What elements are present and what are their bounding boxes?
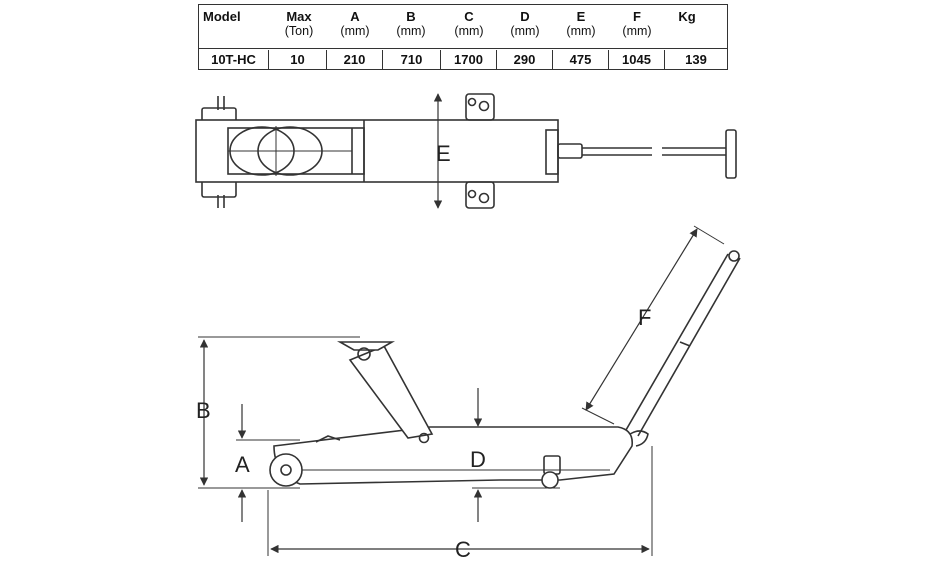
table-header-row: Model Max (Ton) A (mm) B (mm) C (mm) D (… <box>199 5 727 49</box>
header-c-unit: (mm) <box>454 24 484 38</box>
cell-e: 475 <box>553 50 609 69</box>
header-max-label: Max <box>286 9 312 24</box>
header-kg: Kg <box>665 9 709 24</box>
cell-model: 10T-HC <box>199 50 269 69</box>
header-c-label: C <box>464 9 474 24</box>
side-view <box>198 225 741 556</box>
cell-f: 1045 <box>609 50 665 69</box>
header-d: D (mm) <box>497 9 553 39</box>
top-side-plate-lower <box>465 181 495 209</box>
side-handle-back <box>637 257 741 437</box>
header-model-label: Model <box>203 9 241 24</box>
side-handle-front <box>625 253 729 431</box>
top-view <box>195 93 737 209</box>
header-b-label: B <box>406 9 416 24</box>
header-max: Max (Ton) <box>271 9 327 39</box>
dim-b-label: B <box>196 398 211 423</box>
side-rear-wheel <box>541 471 559 489</box>
cell-c: 1700 <box>441 50 497 69</box>
header-a-label: A <box>350 9 360 24</box>
dim-f-line <box>585 228 698 411</box>
cell-a: 210 <box>327 50 383 69</box>
top-side-plate-upper <box>465 93 495 121</box>
header-f-unit: (mm) <box>622 24 652 38</box>
header-d-unit: (mm) <box>510 24 540 38</box>
cell-kg: 139 <box>685 52 707 67</box>
dim-e-label: E <box>436 141 451 166</box>
header-b: B (mm) <box>383 9 439 39</box>
header-model: Model <box>203 9 263 24</box>
cell-max: 10 <box>269 50 327 69</box>
header-e-unit: (mm) <box>566 24 596 38</box>
header-max-unit: (Ton) <box>284 24 314 38</box>
header-a-unit: (mm) <box>340 24 370 38</box>
side-handle-knob <box>728 250 740 262</box>
header-d-label: D <box>520 9 530 24</box>
table-row: 10T-HC 10 210 710 1700 290 475 1045 139 <box>199 50 727 69</box>
cell-d: 290 <box>497 50 553 69</box>
header-f: F (mm) <box>609 9 665 39</box>
side-front-wheel <box>269 453 303 487</box>
header-b-unit: (mm) <box>396 24 426 38</box>
header-c: C (mm) <box>441 9 497 39</box>
dim-a-label: A <box>235 452 250 477</box>
header-e-label: E <box>576 9 586 24</box>
header-f-label: F <box>633 9 641 24</box>
header-a: A (mm) <box>327 9 383 39</box>
header-kg-label: Kg <box>678 9 696 24</box>
cell-b: 710 <box>383 50 441 69</box>
side-saddle <box>336 341 396 351</box>
dim-c-label: C <box>455 537 471 562</box>
header-e: E (mm) <box>553 9 609 39</box>
top-handle-grip <box>725 129 737 179</box>
dim-d-label: D <box>470 447 486 472</box>
spec-table: Model Max (Ton) A (mm) B (mm) C (mm) D (… <box>198 4 728 70</box>
dim-f-label: F <box>638 305 651 330</box>
